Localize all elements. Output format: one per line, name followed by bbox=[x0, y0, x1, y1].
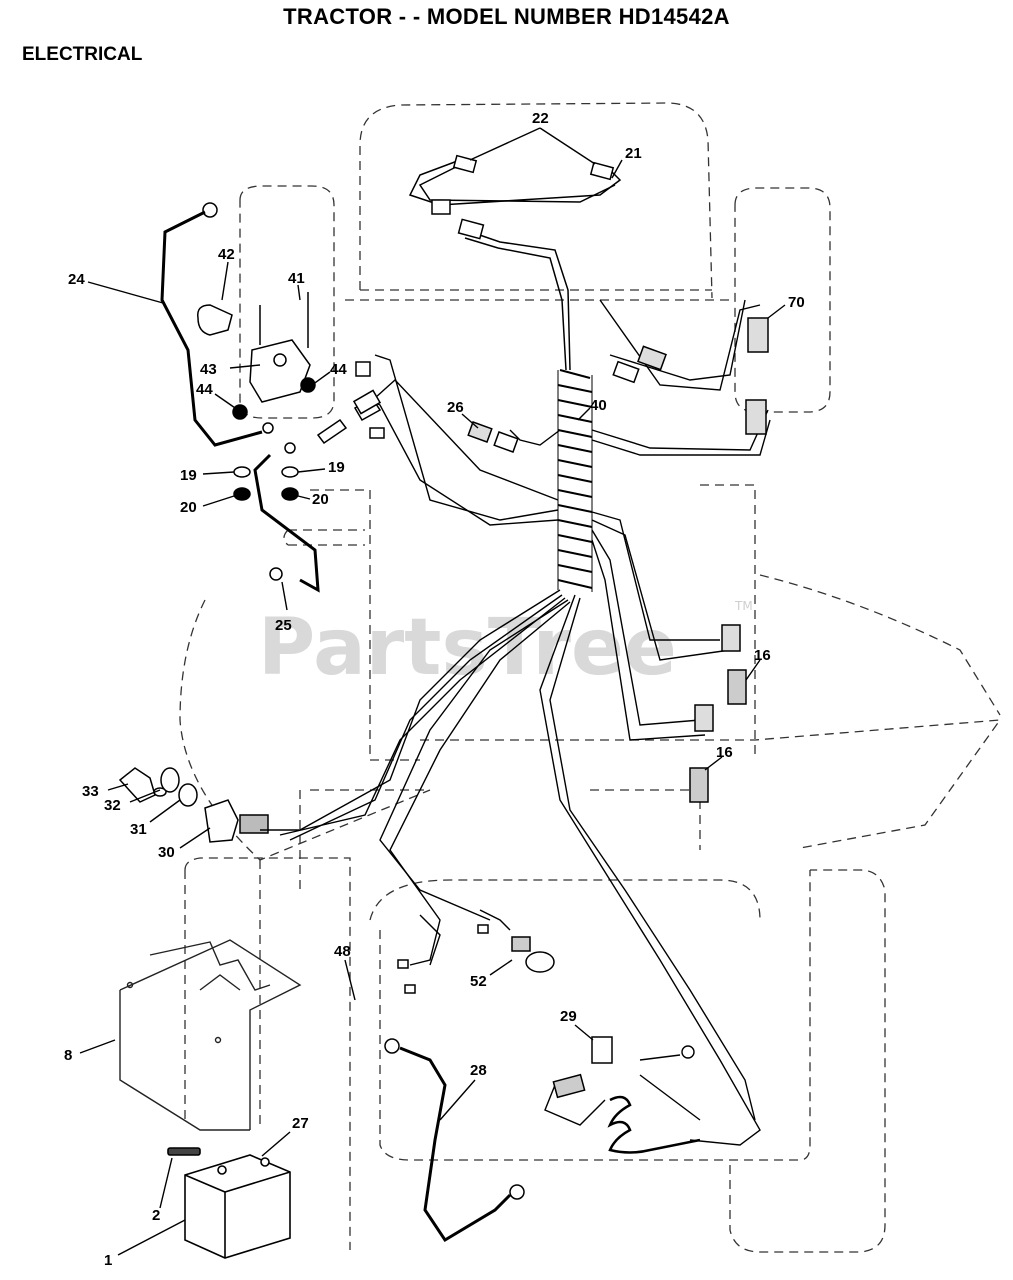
deck-right bbox=[759, 574, 1001, 716]
rear-left-wheel bbox=[184, 857, 351, 1250]
callout-22: 22 bbox=[532, 110, 549, 127]
rear-frame bbox=[299, 789, 701, 890]
section-heading: ELECTRICAL bbox=[22, 44, 143, 65]
callout-44b: 44 bbox=[330, 361, 347, 378]
bezel bbox=[160, 767, 180, 793]
tractor-outline bbox=[179, 102, 1002, 1253]
cable-28 bbox=[399, 1046, 512, 1243]
solenoid bbox=[249, 339, 311, 403]
callout-16a: 16 bbox=[754, 647, 771, 664]
page-title: TRACTOR - - MODEL NUMBER HD14542A bbox=[283, 4, 730, 29]
callout-31: 31 bbox=[130, 821, 147, 838]
battery-tray bbox=[119, 939, 302, 1131]
harness-coil bbox=[557, 369, 593, 592]
callout-33: 33 bbox=[82, 783, 99, 800]
solenoid-assembly bbox=[197, 292, 382, 501]
callout-32: 32 bbox=[104, 797, 121, 814]
cable-24 bbox=[160, 210, 263, 447]
callout-52: 52 bbox=[470, 973, 487, 990]
boot bbox=[197, 304, 233, 336]
callout-19b: 19 bbox=[328, 459, 345, 476]
rear-body bbox=[379, 870, 811, 1161]
watermark-tm: TM bbox=[734, 599, 753, 613]
frame-right bbox=[700, 484, 756, 760]
connectors bbox=[352, 154, 769, 1099]
cables bbox=[160, 159, 771, 1243]
callout-27: 27 bbox=[292, 1115, 309, 1132]
ignition-switch bbox=[204, 799, 239, 843]
callout-41: 41 bbox=[288, 270, 305, 287]
callout-8: 8 bbox=[64, 1047, 72, 1064]
callout-19a: 19 bbox=[180, 467, 197, 484]
callout-70: 70 bbox=[788, 294, 805, 311]
ignition-parts bbox=[118, 767, 269, 843]
callout-1: 1 bbox=[104, 1252, 112, 1269]
callout-44a: 44 bbox=[196, 381, 213, 398]
callout-25: 25 bbox=[275, 617, 292, 634]
nut bbox=[178, 783, 198, 807]
callout-24: 24 bbox=[68, 271, 85, 288]
cable-25 bbox=[253, 453, 320, 593]
callout-29: 29 bbox=[560, 1008, 577, 1025]
key bbox=[118, 767, 156, 803]
callout-30: 30 bbox=[158, 844, 175, 861]
callout-43: 43 bbox=[200, 361, 217, 378]
battery bbox=[167, 1147, 291, 1259]
watermark-text: PartsTree bbox=[258, 603, 677, 693]
callout-21: 21 bbox=[625, 145, 642, 162]
seat-area bbox=[369, 879, 761, 921]
rear-right-wheel bbox=[729, 869, 886, 1253]
leader-lines bbox=[79, 127, 786, 1256]
callout-40: 40 bbox=[590, 397, 607, 414]
callout-20b: 20 bbox=[312, 491, 329, 508]
axle-cylinder bbox=[283, 529, 365, 546]
hood-outline bbox=[359, 102, 713, 299]
callout-48: 48 bbox=[334, 943, 351, 960]
callout-42: 42 bbox=[218, 246, 235, 263]
callout-26: 26 bbox=[447, 399, 464, 416]
callout-labels: 1 2 8 16 16 19 19 20 20 21 22 24 25 26 2… bbox=[64, 110, 805, 1269]
left-front-wheel bbox=[239, 185, 335, 419]
right-front-wheel bbox=[734, 187, 831, 413]
callout-2: 2 bbox=[152, 1207, 160, 1224]
callout-28: 28 bbox=[470, 1062, 487, 1079]
frame-left bbox=[310, 489, 420, 761]
callout-16b: 16 bbox=[716, 744, 733, 761]
callout-20a: 20 bbox=[180, 499, 197, 516]
